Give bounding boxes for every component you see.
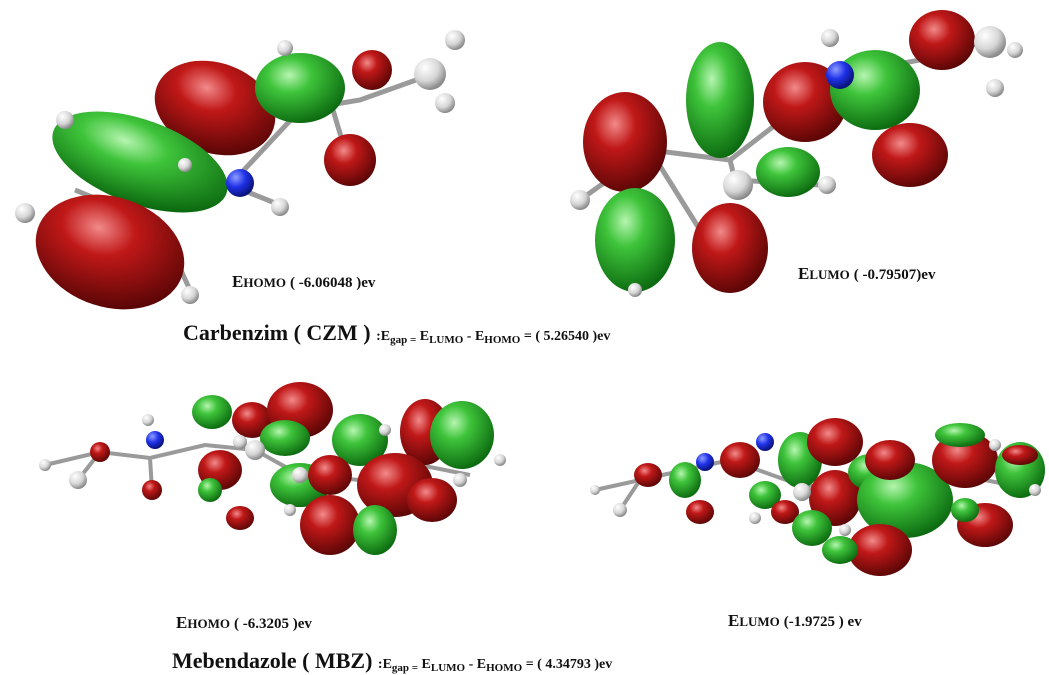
czm-homo-label: EHOMO ( -6.06048 )ev [232, 272, 376, 291]
lumo-lobe-red-center [763, 62, 847, 142]
mbz-lumo-orbital [580, 400, 1049, 590]
homo-lobe-red-small [324, 134, 376, 186]
lumo-lobe-green-bottom [595, 188, 675, 292]
czm-homo-orbital [0, 0, 520, 320]
homo-lobe-red-oxygen [352, 50, 392, 90]
nitrogen-atom [826, 61, 854, 89]
homo-lobe-green-top-right [255, 53, 345, 123]
mbz-homo-label: EHOMO ( -6.3205 )ev [176, 613, 312, 632]
lumo-lobe-red-far-right [909, 10, 975, 70]
hydrogen-atoms [39, 414, 506, 516]
lumo-lobe-red-bottom [692, 203, 768, 293]
lumo-lobe-red-lower-right [872, 123, 948, 187]
nitrogen-atom [756, 433, 774, 451]
lumo-lobe-green-upper [686, 42, 754, 158]
carbon-atom [723, 170, 753, 200]
lumo-lobe-red-left [583, 92, 667, 192]
nitrogen-atom [146, 431, 164, 449]
carbon-atom [414, 58, 446, 90]
hydrogen-atoms [590, 439, 1041, 536]
mbz-energy-gap-caption: Mebendazole ( MBZ) :Egap = ELUMO - EHOMO… [172, 648, 613, 674]
mbz-lumo-label: ELUMO (-1.9725 ) ev [728, 611, 862, 630]
mbz-homo-orbital [0, 380, 530, 580]
homo-lobe-red-bottom [35, 194, 185, 310]
lumo-lobe-green-small [756, 147, 820, 197]
czm-lumo-orbital [540, 0, 1049, 320]
oxygen-atom [90, 442, 110, 462]
homo-lobe-green-main [52, 111, 228, 213]
carbon-atom [974, 26, 1006, 58]
hydrogen-atoms [570, 29, 1023, 297]
oxygen-atom [142, 480, 162, 500]
hydrogen-atoms [15, 30, 465, 304]
nitrogen-atom [226, 169, 254, 197]
nitrogen-atom [696, 453, 714, 471]
homo-lobe-red-top [154, 60, 276, 156]
czm-lumo-label: ELUMO ( -0.79507)ev [798, 264, 936, 283]
czm-energy-gap-caption: Carbenzim ( CZM ) :Egap = ELUMO - EHOMO … [183, 320, 611, 346]
